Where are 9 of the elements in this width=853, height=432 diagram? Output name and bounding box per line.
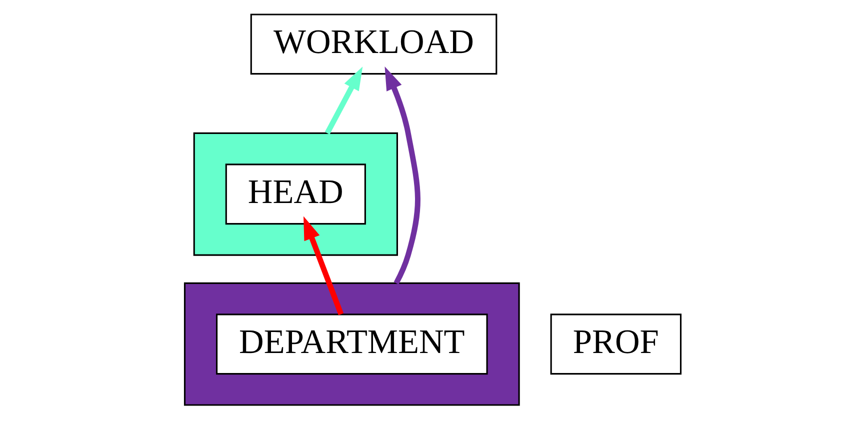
arrow xyxy=(384,66,420,284)
node-box: WORKLOAD xyxy=(250,14,498,75)
arrow xyxy=(324,66,363,134)
cluster xyxy=(193,132,398,256)
node-box: HEAD xyxy=(225,164,366,225)
node-box: DEPARTMENT xyxy=(216,314,488,375)
cluster xyxy=(184,282,520,406)
node-box: PROF xyxy=(550,314,682,375)
arrow xyxy=(304,216,344,316)
